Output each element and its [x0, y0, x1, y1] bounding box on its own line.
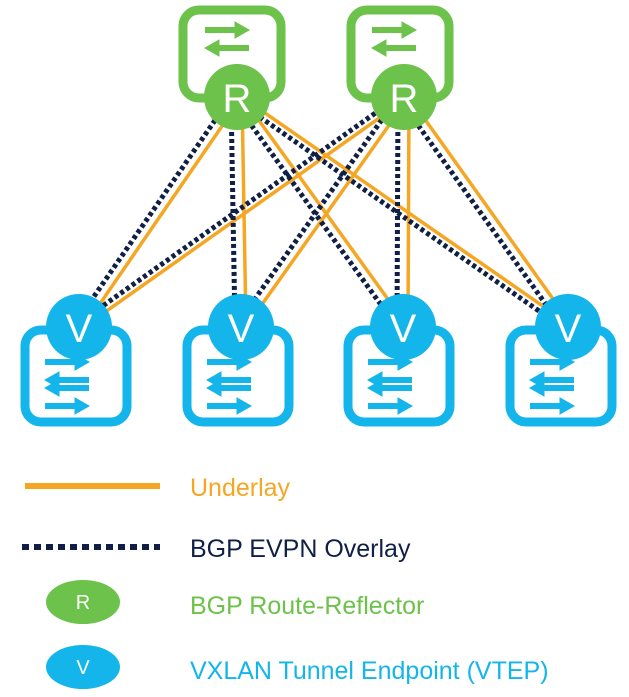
legend-rr-symbol — [46, 580, 120, 624]
underlay-link-rr1-vtep1 — [82, 96, 244, 328]
vtep-circle-1 — [46, 294, 112, 360]
vtep-letter-2: V — [228, 307, 255, 351]
legend-underlay-label: Underlay — [190, 474, 291, 502]
rr-circle-2 — [371, 64, 437, 130]
vtep-letter-4: V — [555, 307, 582, 351]
overlay-link-rr2-vtep1 — [71, 94, 400, 330]
vtep-2: V — [182, 294, 294, 427]
underlay-link-rr2-vtep2 — [244, 95, 411, 329]
vtep-4: V — [505, 294, 617, 427]
vtep-circle-3 — [370, 294, 436, 360]
overlay-link-rr2-vtep4 — [395, 95, 565, 329]
underlay-link-rr2-vtep3 — [406, 96, 411, 328]
underlay-link-rr1-vtep3 — [240, 95, 410, 329]
legend: Underlay BGP EVPN Overlay R BGP Route-Re… — [22, 474, 549, 689]
underlay-link-rr2-vtep1 — [82, 95, 411, 329]
overlay-link-rr2-vtep3 — [394, 96, 401, 328]
vtep-circle-2 — [208, 294, 274, 360]
route-reflector-1: R — [178, 5, 286, 130]
legend-rr-letter: R — [76, 592, 90, 614]
legend-rr-label: BGP Route-Reflector — [190, 592, 424, 620]
overlay-link-rr1-vtep2 — [228, 96, 238, 328]
route-reflector-2: R — [346, 5, 454, 130]
overlay-links — [70, 94, 565, 330]
legend-vtep-label: VXLAN Tunnel Endpoint (VTEP) — [190, 657, 549, 685]
legend-vtep-symbol — [46, 645, 120, 689]
underlay-link-rr2-vtep4 — [407, 95, 575, 329]
legend-overlay-label: BGP EVPN Overlay — [190, 535, 411, 563]
overlay-link-rr2-vtep2 — [232, 95, 401, 329]
vtep-letter-1: V — [66, 307, 93, 351]
vtep-1: V — [20, 294, 132, 427]
rr-letter-1: R — [223, 77, 252, 121]
legend-vtep-letter: V — [76, 657, 90, 679]
overlay-link-rr1-vtep1 — [70, 95, 234, 329]
vtep-circle-4 — [535, 294, 601, 360]
underlay-links — [82, 95, 575, 329]
rr-circle-1 — [204, 64, 270, 130]
rr-letter-2: R — [390, 77, 419, 121]
vtep-letter-3: V — [390, 307, 417, 351]
vtep-3: V — [343, 294, 455, 427]
